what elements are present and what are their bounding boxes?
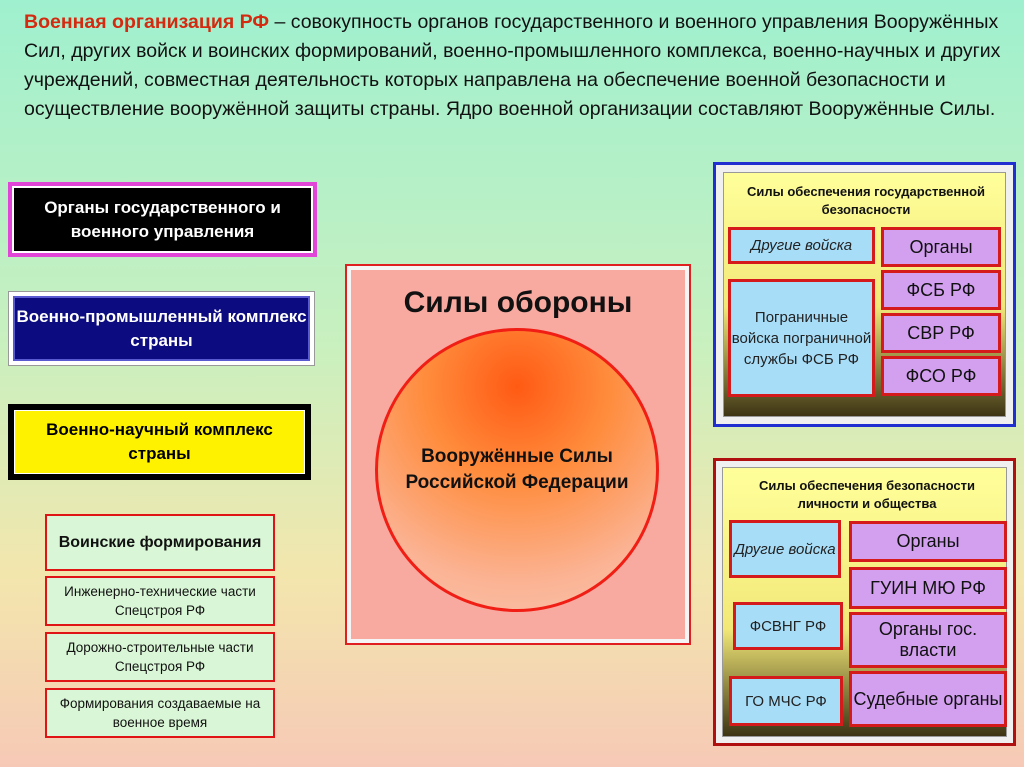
judicial-organs-box: Судебные органы	[849, 671, 1007, 727]
state-other-troops-box: Другие войска	[728, 227, 875, 264]
gov-military-control-label: Органы государственного и военного управ…	[12, 186, 313, 253]
gov-military-control-box: Органы государственного и военного управ…	[8, 182, 317, 257]
state-organs-box: Органы	[881, 227, 1001, 267]
formation-item-engineering: Инженерно-технические части Спецстроя РФ	[45, 576, 275, 626]
military-formations-title: Воинские формирования	[45, 514, 275, 571]
formation-item-wartime: Формирования создаваемые на военное врем…	[45, 688, 275, 738]
military-industrial-box: Военно-промышленный комплекс страны	[8, 291, 315, 366]
armed-forces-label: Вооружённые Силы Российской Федерации	[405, 446, 629, 493]
society-security-title: Силы обеспечения безопасности личности и…	[758, 478, 976, 511]
fso-box: ФСО РФ	[881, 356, 1001, 396]
defense-forces-title: Силы обороны	[403, 286, 633, 319]
society-security-panel: Силы обеспечения безопасности личности и…	[713, 458, 1016, 746]
military-industrial-label: Военно-промышленный комплекс страны	[13, 296, 310, 361]
fsvng-box: ФСВНГ РФ	[733, 602, 843, 650]
state-security-title: Силы обеспечения государственной безопас…	[746, 184, 986, 217]
go-mchs-box: ГО МЧС РФ	[729, 676, 843, 726]
intro-paragraph: Военная организация РФ – совокупность ор…	[24, 8, 1009, 124]
military-science-label: Военно-научный комплекс страны	[14, 410, 305, 474]
border-troops-box: Пограничные войска пограничной службы ФС…	[728, 279, 875, 397]
formation-item-road: Дорожно-строительные части Спецстроя РФ	[45, 632, 275, 682]
state-security-panel: Силы обеспечения государственной безопас…	[713, 162, 1016, 427]
guin-box: ГУИН МЮ РФ	[849, 567, 1007, 609]
fsb-box: ФСБ РФ	[881, 270, 1001, 310]
military-science-box: Военно-научный комплекс страны	[8, 404, 311, 480]
svr-box: СВР РФ	[881, 313, 1001, 353]
gov-authorities-box: Органы гос. власти	[849, 612, 1007, 668]
armed-forces-circle: Вооружённые Силы Российской Федерации	[375, 328, 659, 612]
society-organs-box: Органы	[849, 521, 1007, 562]
intro-text: – совокупность органов государственного …	[24, 11, 1001, 120]
intro-term: Военная организация РФ	[24, 11, 270, 33]
defense-forces-block: Силы обороны Вооружённые Силы Российской…	[345, 264, 691, 645]
society-other-troops-box: Другие войска	[729, 520, 841, 578]
